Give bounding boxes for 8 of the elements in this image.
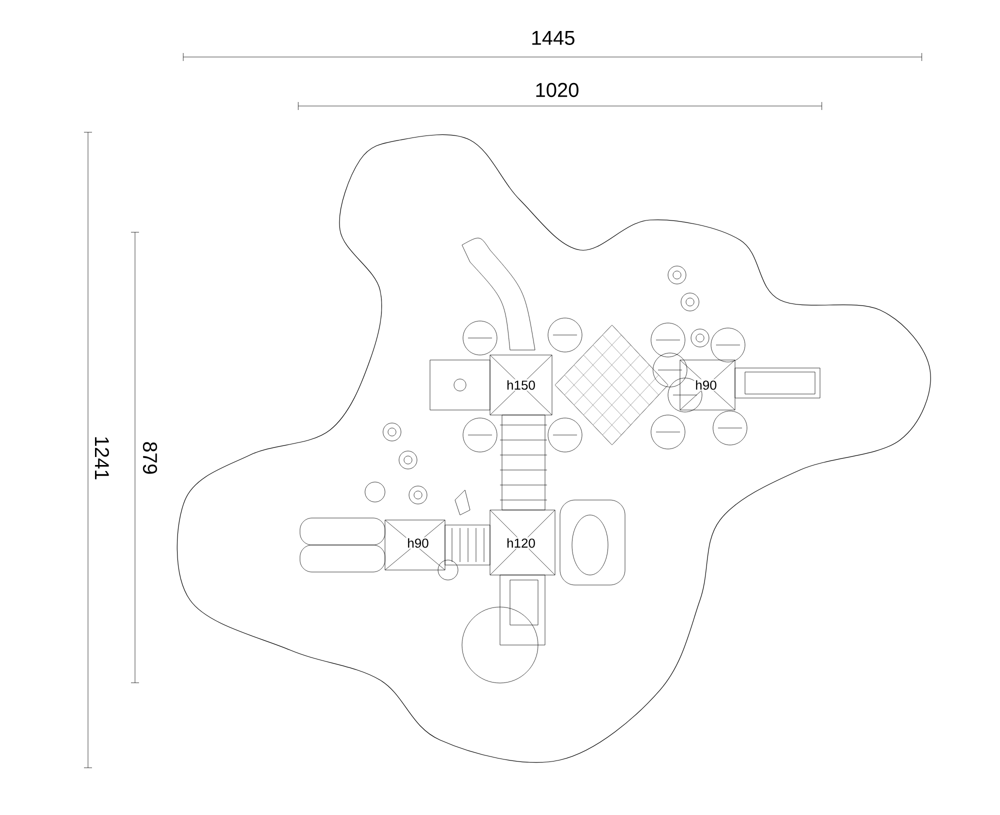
dimension-label: 879 (142, 442, 158, 474)
height-label: h90 (694, 379, 718, 391)
height-label: h120 (506, 537, 536, 549)
dimension-label: 1445 (532, 31, 574, 45)
height-label: h90 (406, 537, 430, 549)
dimension-label: 1020 (536, 82, 578, 98)
dimension-label: 1241 (95, 437, 109, 480)
height-label: h150 (506, 379, 536, 391)
